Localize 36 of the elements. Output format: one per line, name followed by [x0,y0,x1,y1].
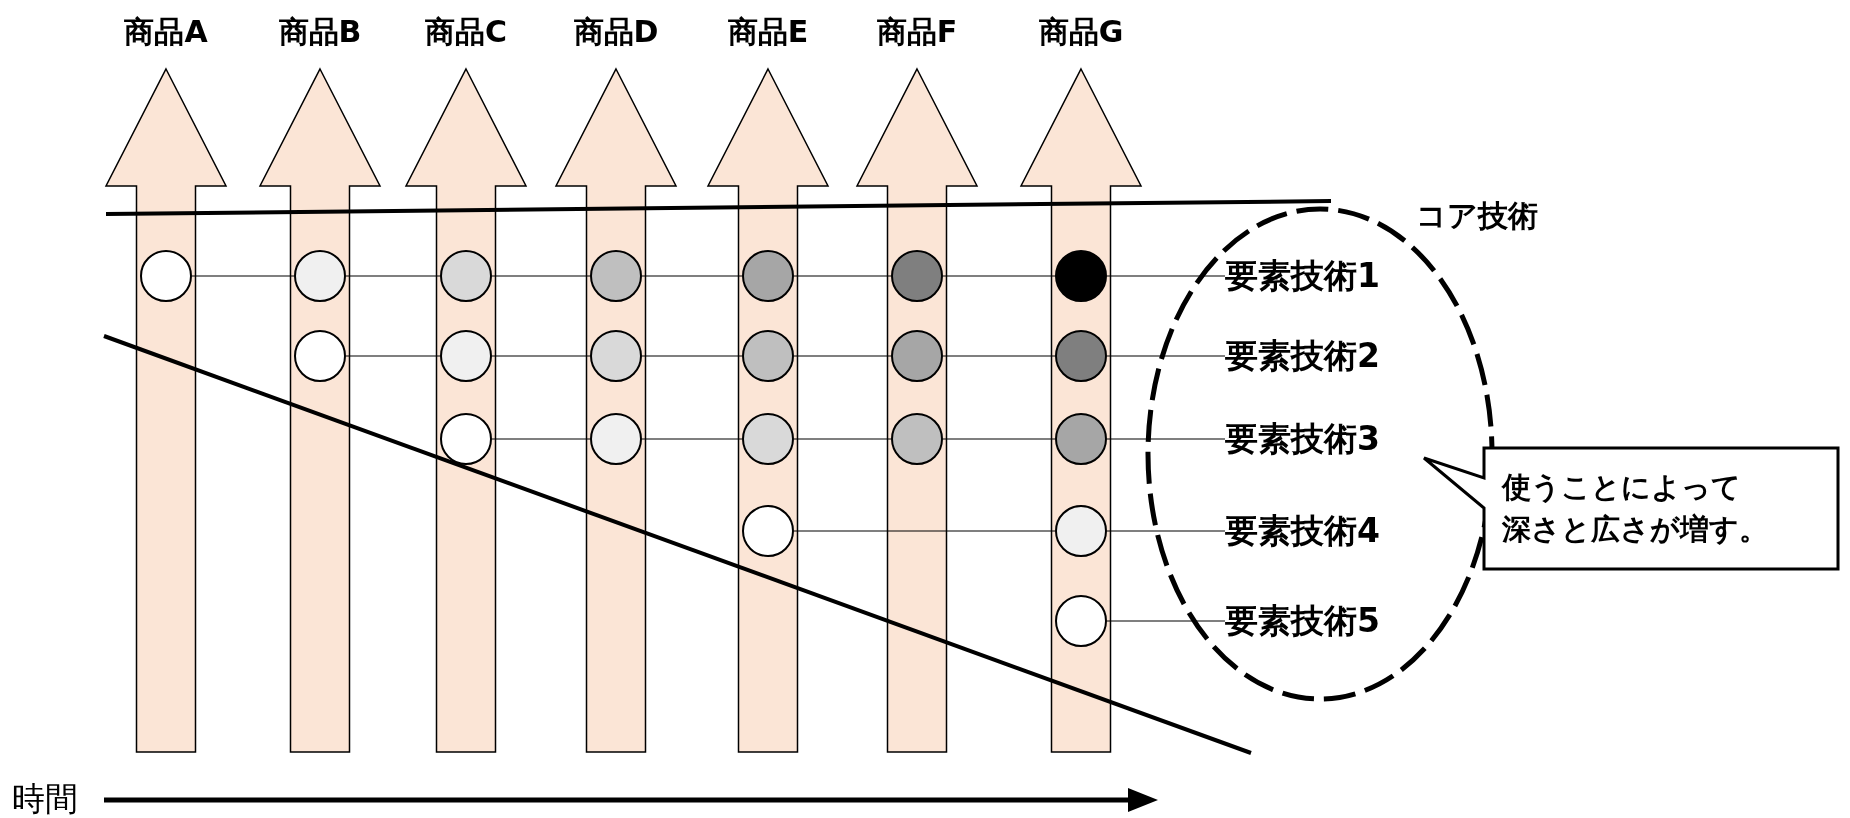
connector-line [793,275,892,277]
connector-line [491,355,591,357]
item-label: 要素技術2 [1225,334,1380,378]
connector-line [942,355,1056,357]
product-label: 商品B [277,13,363,51]
product-label: 商品F [875,13,959,51]
connector-line [345,355,441,357]
item-label: 要素技術5 [1225,599,1380,643]
connector-line [942,438,1056,440]
connector-line [641,275,743,277]
connector-line [1106,355,1226,357]
item-label: 要素技術1 [1225,254,1380,298]
product-label: 商品G [1037,13,1125,51]
connector-line [641,438,743,440]
speech-bubble: 使うことによって深さと広さが増す。 [1422,446,1840,571]
connector-line [491,275,591,277]
connector-line [191,275,295,277]
connector-line [1106,530,1226,532]
connector-line [1106,275,1226,277]
connector-line [491,438,591,440]
connector-line [793,530,1056,532]
heading-label: コア技術 [1416,198,1538,234]
connector-line [793,438,892,440]
product-label: 商品C [424,13,508,51]
connector-line [1106,620,1226,622]
product-label: 商品A [123,13,209,51]
connector-line [793,355,892,357]
product-label: 商品D [572,13,660,51]
product-label: 商品E [726,13,810,51]
axis-label: 時間 [12,780,78,818]
item-label: 要素技術4 [1225,509,1380,553]
connector-line [345,275,441,277]
connector-line [1106,438,1226,440]
connector-line [942,275,1056,277]
connector-line [641,355,743,357]
item-label: 要素技術3 [1225,417,1380,461]
